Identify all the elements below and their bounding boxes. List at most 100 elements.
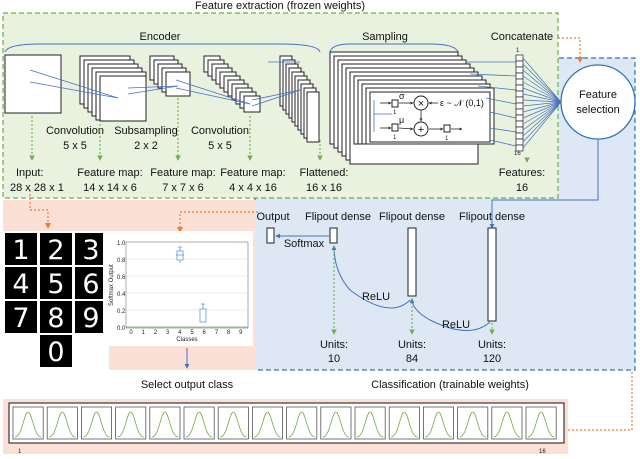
- concat-cell: [515, 120, 524, 128]
- input-image: [4, 54, 62, 114]
- distribution-curve: [49, 411, 76, 438]
- concat-cell: [515, 108, 524, 116]
- encoder-title: Encoder: [140, 31, 181, 43]
- feature-map-1-size: 14 x 14 x 6: [83, 182, 137, 194]
- digit-tile-7: [5, 301, 37, 333]
- distribution-curve: [425, 411, 452, 438]
- feature-map-3-size: 4 x 4 x 16: [229, 182, 277, 194]
- distribution-curve: [391, 411, 418, 438]
- multiply-symbol: ×: [418, 98, 424, 110]
- features-count: 16: [516, 182, 528, 194]
- sigma-symbol: σ: [399, 91, 405, 101]
- plot-xtick: 2: [154, 330, 158, 336]
- feature-map-stack-1: [79, 55, 147, 122]
- dense-10-box: [329, 227, 338, 244]
- mu-index: 1: [393, 135, 397, 141]
- distribution-curve: [117, 411, 144, 438]
- plot-xtick: 7: [215, 330, 219, 336]
- digit-tile-4: [5, 267, 37, 299]
- concat-cell: [515, 126, 524, 134]
- feature-map-2-label: Feature map:: [150, 167, 215, 179]
- distribution-curve: [493, 411, 521, 438]
- concat-bottom-index: 16: [514, 151, 521, 157]
- plot-ytick-3: 0.6: [117, 275, 126, 281]
- digit-tile-9: [75, 301, 107, 333]
- distribution-curve: [254, 411, 281, 438]
- feature-selection-line1: Feature: [579, 89, 617, 101]
- distribution-curve: [220, 411, 247, 438]
- plot-xtick: 6: [203, 330, 207, 336]
- relu-arrow-1: [331, 245, 411, 309]
- dense-120-box: [487, 227, 497, 322]
- sampling-bracket: [329, 43, 459, 53]
- units-10-label: Units:: [320, 339, 348, 351]
- feature-map-2-size: 7 x 7 x 6: [162, 182, 204, 194]
- distribution-cell: [81, 406, 113, 440]
- plus-symbol: +: [418, 124, 424, 136]
- op-convolution-1: Convolution: [46, 125, 104, 137]
- flattened-label: Flattened:: [300, 167, 349, 179]
- concat-to-selection-lines: [522, 57, 562, 149]
- digit-6: 6: [82, 269, 99, 300]
- plot-xtick: 8: [227, 330, 231, 336]
- dense-84-box: [407, 227, 417, 297]
- input-label: Input:: [16, 167, 44, 179]
- digit-9: 9: [82, 303, 99, 334]
- plot-area: [125, 241, 249, 329]
- distribution-curve: [527, 411, 555, 438]
- units-84-label: Units:: [398, 339, 426, 351]
- input-size: 28 x 28 x 1: [10, 182, 64, 194]
- strip-last-index: 16: [539, 449, 546, 455]
- concat-cell: [515, 132, 524, 140]
- distribution-curve: [288, 411, 315, 438]
- plot-x-label: Classes: [176, 337, 197, 343]
- relu-label-2: ReLU: [442, 319, 470, 331]
- encoder-connections: [29, 61, 301, 107]
- distribution-curve: [322, 411, 350, 438]
- plot-xtick: 4: [178, 330, 182, 336]
- feature-map-3-label: Feature map:: [220, 167, 285, 179]
- relu-arrow-2: [409, 298, 491, 331]
- digit-tile-6: [75, 267, 107, 299]
- digit-1: 1: [12, 235, 29, 266]
- feature-selection-line2: selection: [576, 104, 619, 116]
- output-layer-box: [266, 227, 275, 244]
- concat-cell: [515, 90, 524, 98]
- plot-xtick: 1: [142, 330, 146, 336]
- op-subsampling: Subsampling: [114, 125, 178, 137]
- units-120-label: Units:: [478, 339, 506, 351]
- concat-top-index: 1: [516, 48, 520, 54]
- plot-xtick: 5: [190, 330, 194, 336]
- feature-map-stack-3: [203, 55, 261, 113]
- digit-tile-0: [40, 335, 72, 367]
- op-subsampling-size: 2 x 2: [134, 140, 158, 152]
- classification-title: Classification (trainable weights): [371, 379, 529, 391]
- sampling-title: Sampling: [362, 31, 408, 43]
- sigma-index: 1: [393, 110, 397, 116]
- digit-0: 0: [47, 337, 64, 368]
- output-layer-title: Output: [256, 211, 289, 223]
- box-class-4: [176, 246, 184, 263]
- distribution-cell: [286, 406, 318, 440]
- concat-cell: [515, 60, 524, 68]
- output-index: 1: [445, 136, 449, 142]
- distribution-curve: [83, 411, 110, 438]
- concat-cell: [515, 96, 524, 104]
- distribution-curve: [151, 411, 179, 438]
- distribution-cells: [12, 406, 557, 440]
- digit-tile-1: [5, 233, 37, 265]
- encoder-bracket: [4, 43, 321, 53]
- plot-xtick: 9: [239, 330, 243, 336]
- flipout-dense-1-title: Flipout dense: [305, 211, 371, 223]
- digit-4: 4: [12, 269, 29, 300]
- select-output-label: Select output class: [141, 379, 234, 391]
- distribution-curve: [185, 411, 213, 438]
- digit-7: 7: [12, 303, 29, 334]
- op-convolution-2-size: 5 x 5: [208, 140, 232, 152]
- digit-tile-2: [40, 233, 72, 265]
- plot-y-label: Softmax Output: [109, 264, 115, 306]
- orange-connector-strip: [568, 372, 633, 431]
- distribution-curve: [459, 411, 486, 438]
- plot-ytick-4: 0.4: [117, 292, 126, 298]
